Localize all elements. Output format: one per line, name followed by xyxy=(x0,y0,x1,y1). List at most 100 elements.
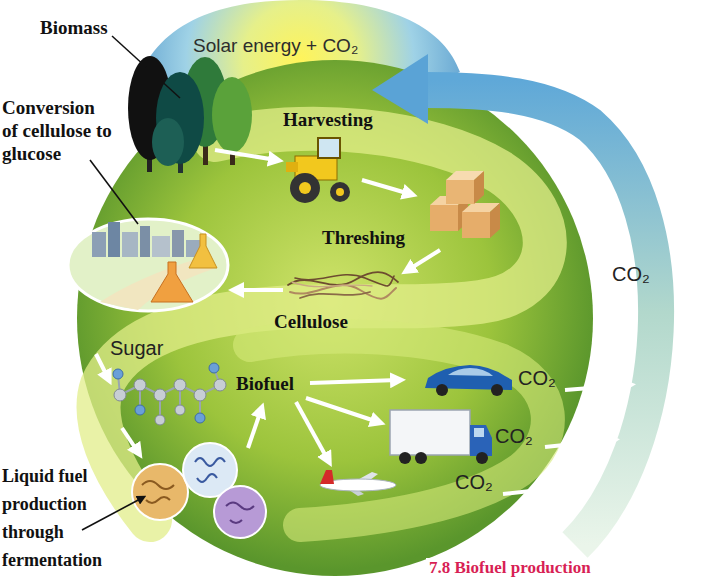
biorefinery xyxy=(152,236,170,257)
biorefinery xyxy=(151,262,193,302)
fermentation-microbes xyxy=(132,464,188,520)
truck xyxy=(470,425,492,456)
conversion-leader-line xyxy=(90,160,138,224)
biorefinery xyxy=(68,219,228,311)
step-label: Liquid fuel production through fermentat… xyxy=(2,462,114,574)
hay-bales xyxy=(446,180,474,204)
trees xyxy=(212,77,252,153)
sugar-molecule xyxy=(154,389,166,401)
biomass-leader-line xyxy=(112,36,180,98)
process-arrows xyxy=(236,288,283,292)
part-label: Biomass xyxy=(40,16,108,39)
sugar-molecule xyxy=(114,389,126,401)
co2-return-arrow xyxy=(372,54,656,545)
green-ground xyxy=(77,60,593,576)
biomass-leader-line xyxy=(112,36,180,98)
process-arrows xyxy=(310,380,398,383)
trees xyxy=(128,56,252,173)
trees xyxy=(152,118,184,166)
co2-return-arrow xyxy=(425,90,656,545)
process-arrows xyxy=(565,385,628,390)
truck xyxy=(474,428,484,437)
process-arrows xyxy=(362,180,410,194)
truck xyxy=(476,452,488,464)
fermentation-microbes xyxy=(197,474,217,482)
hay-bales xyxy=(430,171,500,238)
cellulose-fibres xyxy=(295,275,394,286)
process-arrows xyxy=(96,354,108,378)
product-label: Sugar xyxy=(110,336,163,360)
conversion-leader-line xyxy=(90,160,138,224)
figure-caption: 7.8 Biofuel production xyxy=(426,558,594,578)
gas-label: CO₂ xyxy=(455,470,493,494)
hay-bales xyxy=(462,212,490,238)
aeroplane xyxy=(320,470,334,484)
process-arrows xyxy=(545,440,612,447)
sugar-molecule xyxy=(155,415,165,425)
biorefinery xyxy=(189,234,217,268)
car xyxy=(448,368,493,376)
biorefinery xyxy=(108,222,120,257)
gas-label: CO₂ xyxy=(612,262,650,286)
tractor xyxy=(318,138,340,158)
sugar-molecule xyxy=(113,363,226,425)
biorefinery xyxy=(172,230,184,257)
tractor xyxy=(286,138,350,203)
step-label: Conversion of cellulose to glucose xyxy=(2,96,112,165)
product-label: Cellulose xyxy=(274,310,348,333)
car xyxy=(491,384,503,396)
fermentation-leader-arrow xyxy=(82,498,142,530)
truck xyxy=(399,452,411,464)
cellulose-fibres xyxy=(300,292,370,298)
tractor xyxy=(286,162,298,172)
truck xyxy=(390,410,492,464)
process-arrows xyxy=(408,250,440,270)
process-arrows xyxy=(306,398,378,422)
process-arrows xyxy=(296,402,328,460)
fermentation-leader-arrow xyxy=(82,498,142,530)
energy-label: Solar energy + CO₂ xyxy=(193,34,358,57)
tractor xyxy=(290,173,320,203)
sugar-molecule xyxy=(113,363,219,423)
step-label: Threshing xyxy=(322,226,405,249)
sugar-molecule xyxy=(174,379,186,391)
fermentation-microbes xyxy=(132,443,266,538)
truck xyxy=(415,452,427,464)
sugar-molecule xyxy=(175,405,185,415)
sugar-molecule xyxy=(113,369,123,379)
fermentation-microbes xyxy=(195,458,225,466)
tractor xyxy=(299,182,311,194)
gas-label: CO₂ xyxy=(495,424,533,448)
step-label: Harvesting xyxy=(283,108,373,131)
process-arrows xyxy=(215,150,276,160)
biorefinery xyxy=(68,219,228,311)
green-ground xyxy=(77,60,593,576)
hay-bales xyxy=(490,203,500,238)
process-arrows xyxy=(503,486,576,494)
car xyxy=(425,365,512,396)
sugar-molecule xyxy=(195,413,205,423)
biorefinery xyxy=(92,232,106,257)
hay-bales xyxy=(430,205,458,231)
cellulose-fibres xyxy=(290,285,396,299)
aeroplane xyxy=(320,470,396,496)
tractor xyxy=(330,182,350,202)
sugar-molecule xyxy=(209,363,219,373)
sugar-molecule xyxy=(114,379,226,425)
fermentation-microbes xyxy=(226,503,254,510)
biorefinery xyxy=(140,226,150,257)
fermentation-microbes xyxy=(230,520,242,523)
cellulose-fibres xyxy=(292,282,372,287)
sugar-molecule xyxy=(134,379,146,391)
fermentation-microbes xyxy=(142,481,174,489)
truck xyxy=(390,410,470,455)
tractor xyxy=(336,188,344,196)
sugar-molecule xyxy=(135,405,145,415)
sugar-molecule xyxy=(194,389,206,401)
green-ground xyxy=(250,337,548,525)
biorefinery xyxy=(122,232,138,257)
process-arrows xyxy=(96,150,628,494)
fermentation-microbes xyxy=(214,486,266,538)
cellulose-fibres xyxy=(288,272,398,285)
